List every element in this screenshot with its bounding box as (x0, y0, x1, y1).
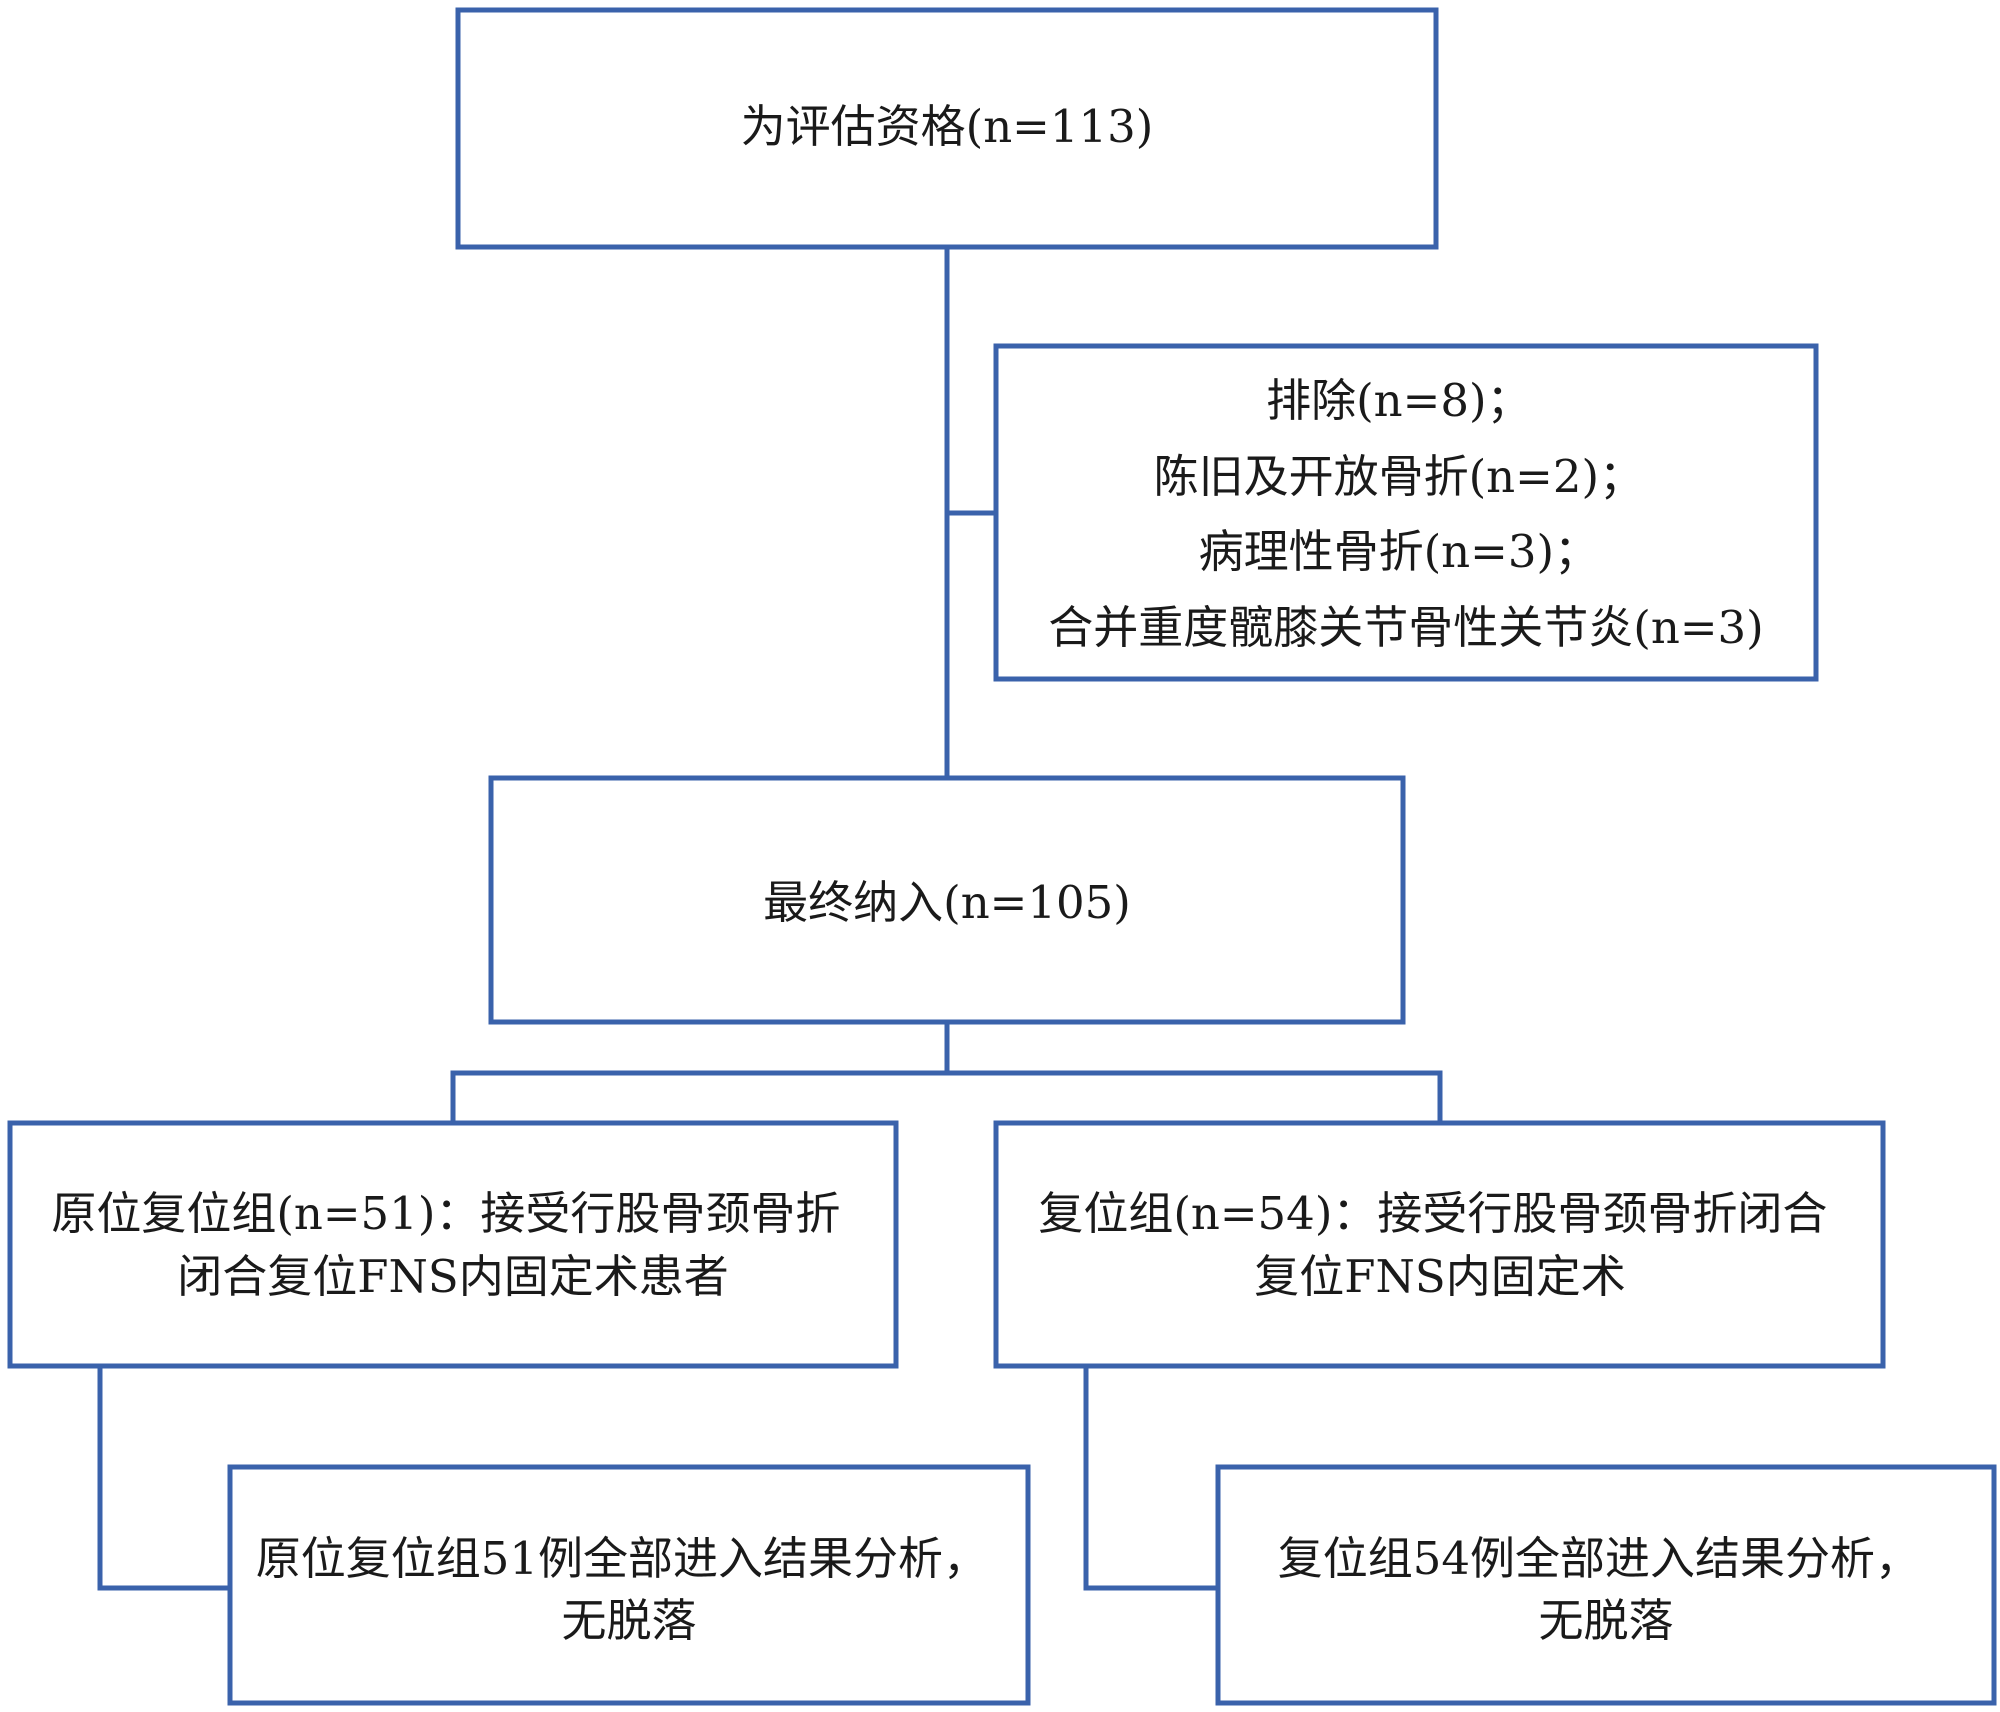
reduction-analysis-line-2: 无脱落 (1538, 1594, 1673, 1647)
in-situ-analysis-line-2: 无脱落 (561, 1594, 696, 1647)
connector-in-situ-to-analysis (97, 1363, 233, 1591)
exclusion-reason-old-open-fracture: 陈旧及开放骨折(n=2)； (1154, 450, 1644, 503)
reduction-group-line-2: 复位FNS内固定术 (1254, 1250, 1625, 1303)
eligibility-text: 为评估资格(n=113) (741, 100, 1154, 153)
svg-text:排除(n=8)； 陈旧及开放骨折(n=2)；: 排除(n=8)； 陈旧及开放骨折(n=2)； 病理性骨折(n=3)； 合并重度髋… (1048, 374, 1763, 654)
included-text: 最终纳入(n=105) (763, 876, 1131, 929)
connector-reduction-to-analysis (1083, 1363, 1221, 1591)
svg-text:复位组54例全部进入结果分析， 无脱落: 复位组54例全部进入结果分析， 无脱落 (1278, 1532, 1935, 1647)
connectors (97, 244, 1443, 1591)
in-situ-group-box-frame (7, 1120, 899, 1369)
exclusion-reason-pathological-fracture: 病理性骨折(n=3)； (1199, 525, 1599, 578)
reduction-analysis-box: 复位组54例全部进入结果分析， 无脱落 (1215, 1464, 1997, 1706)
svg-text:原位复位组(n=51)：接受行股骨颈骨折 闭合复: 原位复位组(n=51)：接受行股骨颈骨折 闭合复位FNS内固定术患者 (51, 1187, 854, 1303)
in-situ-group-line-2: 闭合复位FNS内固定术患者 (177, 1250, 728, 1303)
reduction-group-box-frame (993, 1120, 1886, 1369)
included-box: 最终纳入(n=105) (488, 775, 1406, 1025)
svg-text:最终纳入(n=105): 最终纳入(n=105) (763, 876, 1131, 929)
reduction-group-line-1: 复位组(n=54)：接受行股骨颈骨折闭合 (1038, 1187, 1827, 1240)
in-situ-analysis-box: 原位复位组51例全部进入结果分析， 无脱落 (227, 1464, 1031, 1706)
in-situ-group-box: 原位复位组(n=51)：接受行股骨颈骨折 闭合复位FNS内固定术患者 (7, 1120, 899, 1369)
exclusion-box-frame (993, 343, 1819, 682)
in-situ-group-line-1: 原位复位组(n=51)：接受行股骨颈骨折 (51, 1187, 840, 1240)
svg-text:复位组(n=54)：接受行股骨颈骨折闭合 复位F: 复位组(n=54)：接受行股骨颈骨折闭合 复位FNS内固定术 (1038, 1187, 1841, 1303)
reduction-analysis-line-1: 复位组54例全部进入结果分析， (1278, 1532, 1920, 1585)
exclusion-total: 排除(n=8)； (1266, 374, 1531, 427)
eligibility-box: 为评估资格(n=113) (455, 7, 1439, 250)
in-situ-analysis-line-1: 原位复位组51例全部进入结果分析， (256, 1532, 988, 1585)
in-situ-analysis-box-frame (227, 1464, 1031, 1706)
exclusion-box: 排除(n=8)； 陈旧及开放骨折(n=2)； 病理性骨折(n=3)； 合并重度髋… (993, 343, 1819, 682)
eligibility-box-frame (455, 7, 1439, 250)
exclusion-reason-osteoarthritis: 合并重度髋膝关节骨性关节炎(n=3) (1048, 601, 1763, 654)
included-box-frame (488, 775, 1406, 1025)
reduction-analysis-box-frame (1215, 1464, 1997, 1706)
reduction-group-box: 复位组(n=54)：接受行股骨颈骨折闭合 复位FNS内固定术 (993, 1120, 1886, 1369)
svg-text:为评估资格(n=113): 为评估资格(n=113) (741, 100, 1154, 153)
svg-text:原位复位组51例全部进入结果分析， 无脱落: 原位复位组51例全部进入结果分析， 无脱落 (256, 1532, 1003, 1647)
